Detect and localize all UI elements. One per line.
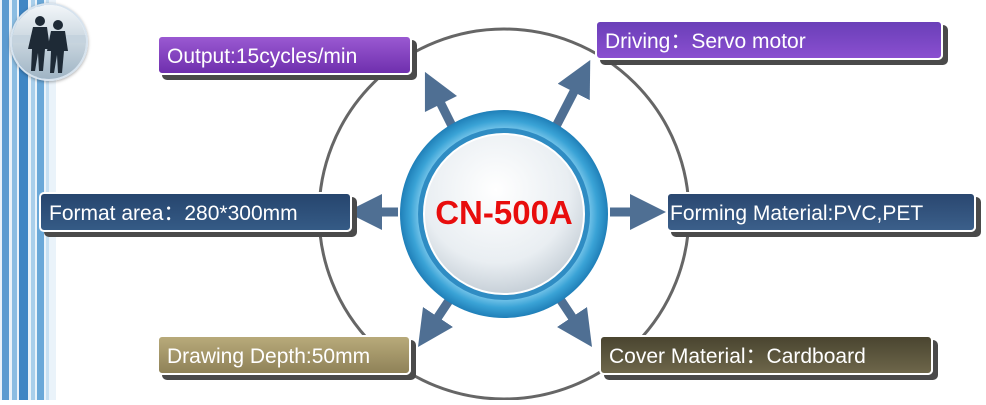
spec-drawing-box: Drawing Depth:50mm xyxy=(157,335,411,375)
business-people-logo-icon xyxy=(10,3,88,81)
spec-forming-box: Forming Material:PVC,PET xyxy=(666,192,976,232)
model-name-label: CN-500A xyxy=(435,194,573,231)
spec-cover-box: Cover Material：Cardboard xyxy=(599,335,933,375)
spec-drawing-text: Drawing Depth:50mm xyxy=(167,345,371,368)
spec-format-box: Format area：280*300mm xyxy=(39,192,352,232)
spec-driving-box: Driving：Servo motor xyxy=(595,20,943,60)
spec-forming-text: Forming Material:PVC,PET xyxy=(670,202,924,225)
spec-cover-text: Cover Material：Cardboard xyxy=(609,345,866,368)
spec-format-text: Format area：280*300mm xyxy=(49,202,298,225)
center-disc xyxy=(423,133,585,295)
spec-output-text: Output:15cycles/min xyxy=(167,45,358,68)
spec-output-box: Output:15cycles/min xyxy=(157,35,412,75)
spec-driving-text: Driving：Servo motor xyxy=(605,30,806,53)
